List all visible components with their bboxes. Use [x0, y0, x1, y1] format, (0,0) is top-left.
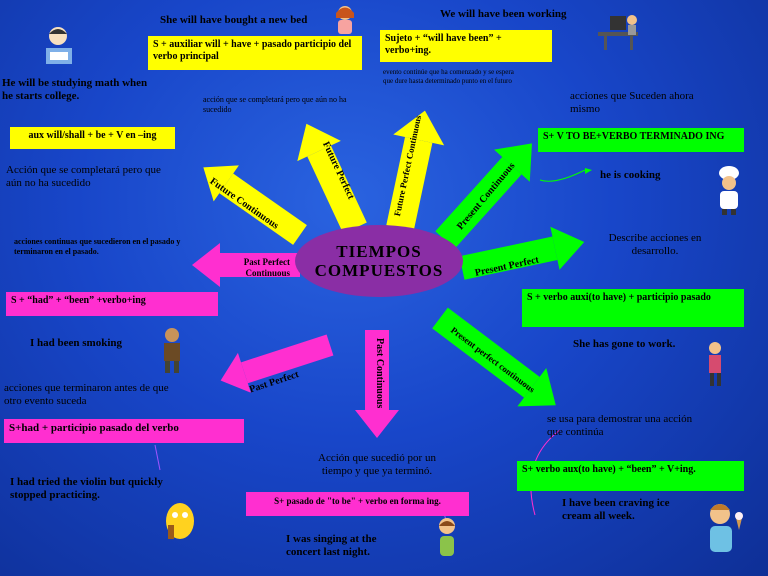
girl-shopping-illustration — [336, 6, 354, 34]
box-future-perfect-continuous-formula: Sujeto + “will have been” + verbo+ing. — [380, 30, 552, 62]
text-craving: I have been craving ice cream all week. — [562, 497, 670, 522]
text-accion-completara-2: Acción que se completará pero que aún no… — [6, 164, 161, 189]
text-evento-continue: evento continúe que ha comenzado y se es… — [383, 68, 514, 85]
center-ellipse: TIEMPOS COMPUESTOS — [295, 225, 463, 297]
text-describe-acciones: Describe acciones en desarrollo. — [608, 232, 702, 257]
student-illustration — [46, 27, 72, 64]
text-tried-violin: I had tried the violin but quickly stopp… — [10, 476, 163, 501]
box-past-perfect-continuous-formula: S + “had” + “been” +verbo+ing — [6, 292, 218, 316]
text-accion-completara-1: acción que se completará pero que aún no… — [203, 95, 347, 114]
arrow-past-perfect-continuous — [192, 243, 300, 287]
arrow-present-continuous — [435, 143, 532, 249]
text-acciones-suceden: acciones que Suceden ahora mismo — [570, 90, 694, 115]
text-acciones-terminaron: acciones que terminaron antes de que otr… — [4, 382, 169, 407]
box-future-perfect-formula: S + auxiliar will + have + pasado partic… — [148, 36, 362, 70]
singing-girl-illustration — [439, 518, 455, 556]
text-he-studying: He will be studying math when he starts … — [2, 77, 148, 102]
arrow-future-perfect — [297, 123, 367, 234]
violin-character-illustration — [166, 503, 194, 539]
label-past-perfect-continuous: Past Perfect Continuous — [243, 257, 290, 278]
arrow-present-perfect — [459, 226, 585, 280]
ice-cream-woman-illustration — [710, 504, 743, 552]
office-worker-illustration — [598, 15, 638, 50]
text-we-working: We will have been working — [440, 8, 567, 20]
text-acciones-continuas: acciones continuas que sucedieron en el … — [14, 237, 181, 256]
arrow-present-perfect-continuous — [432, 307, 556, 407]
arrow-past-perfect — [220, 334, 334, 393]
text-accion-sucedio: Acción que sucedió por un tiempo y que y… — [318, 452, 436, 477]
center-title-line2: COMPUESTOS — [314, 261, 444, 280]
text-she-gone: She has gone to work. — [573, 338, 676, 350]
arrow-past-continuous — [355, 330, 399, 438]
box-present-perfect-continuous-formula: S+ verbo aux(to have) + “been” + V+ing. — [517, 461, 744, 491]
chef-illustration — [719, 166, 739, 215]
box-present-continuous-formula: S+ V TO BE+VERBO TERMINADO ING — [538, 128, 744, 152]
box-future-continuous-formula: aux will/shall + be + V en –ing — [10, 127, 175, 149]
center-title-line1: TIEMPOS — [336, 242, 422, 261]
text-he-cooking: he is cooking — [600, 169, 661, 181]
label-past-continuous: Past Continuous — [374, 338, 385, 409]
arrow-future-perfect-continuous — [386, 110, 445, 231]
box-present-perfect-formula: S + verbo auxi(to have) + participio pas… — [522, 289, 744, 327]
text-se-usa: se usa para demostrar una acción que con… — [547, 413, 693, 438]
text-she-bought: She will have bought a new bed — [160, 14, 308, 26]
text-had-smoking: I had been smoking — [30, 337, 123, 349]
arrow-future-continuous — [203, 165, 307, 245]
smoking-man-illustration — [164, 328, 180, 373]
woman-walking-illustration — [709, 342, 721, 386]
box-past-perfect-formula: S+had + participio pasado del verbo — [4, 419, 244, 443]
text-singing: I was singing at the concert last night. — [286, 533, 377, 558]
box-past-continuous-formula: S+ pasado de "to be" + verbo en forma in… — [246, 492, 469, 516]
